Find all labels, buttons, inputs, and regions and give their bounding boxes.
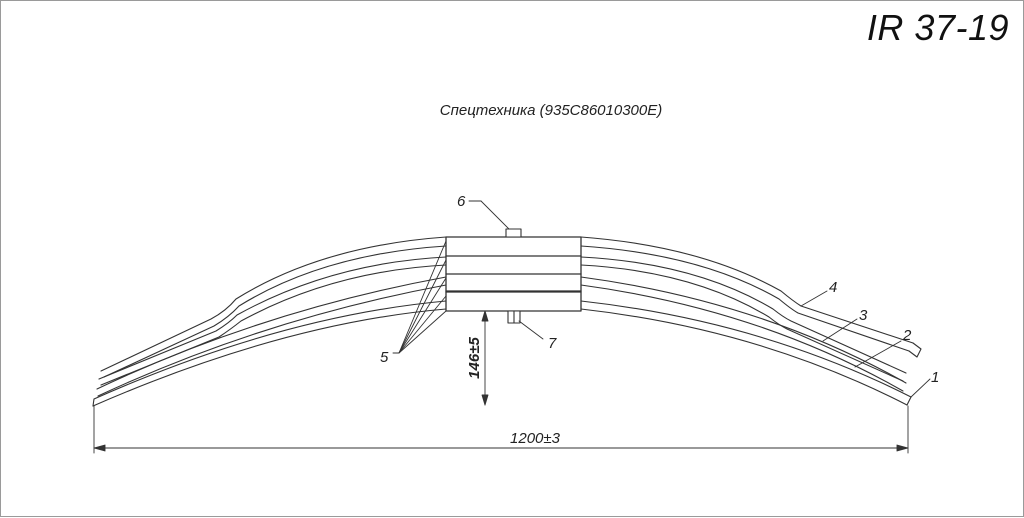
callout-4-leader bbox=[800, 290, 828, 307]
length-dimension bbox=[93, 405, 909, 454]
callout-2-leader bbox=[854, 340, 902, 368]
callout-5-leaders bbox=[392, 240, 447, 354]
center-clamp bbox=[445, 236, 582, 312]
height-dimension-label: 146±5 bbox=[466, 337, 483, 379]
callout-1: 1 bbox=[931, 369, 939, 386]
height-dimension bbox=[481, 310, 489, 406]
callout-7-leader bbox=[518, 320, 544, 340]
callout-5: 5 bbox=[380, 349, 389, 366]
length-dimension-label: 1200±3 bbox=[510, 430, 561, 447]
leaf-2 bbox=[96, 276, 907, 397]
callout-2: 2 bbox=[902, 327, 912, 344]
callout-6-leader-diag bbox=[480, 200, 510, 230]
callout-4: 4 bbox=[829, 279, 837, 296]
callout-3: 3 bbox=[859, 307, 868, 324]
callout-3-leader bbox=[822, 318, 858, 342]
drawing-subtitle: Спецтехника (935C86010300E) bbox=[439, 102, 663, 119]
leaf-4 bbox=[100, 236, 922, 378]
center-bolt bbox=[505, 228, 522, 324]
leaf-1 bbox=[92, 300, 912, 407]
callout-6: 6 bbox=[457, 193, 466, 210]
callout-7: 7 bbox=[548, 335, 557, 352]
drawing-code: IR 37-19 bbox=[866, 7, 1009, 48]
callout-1-leader bbox=[910, 378, 931, 398]
